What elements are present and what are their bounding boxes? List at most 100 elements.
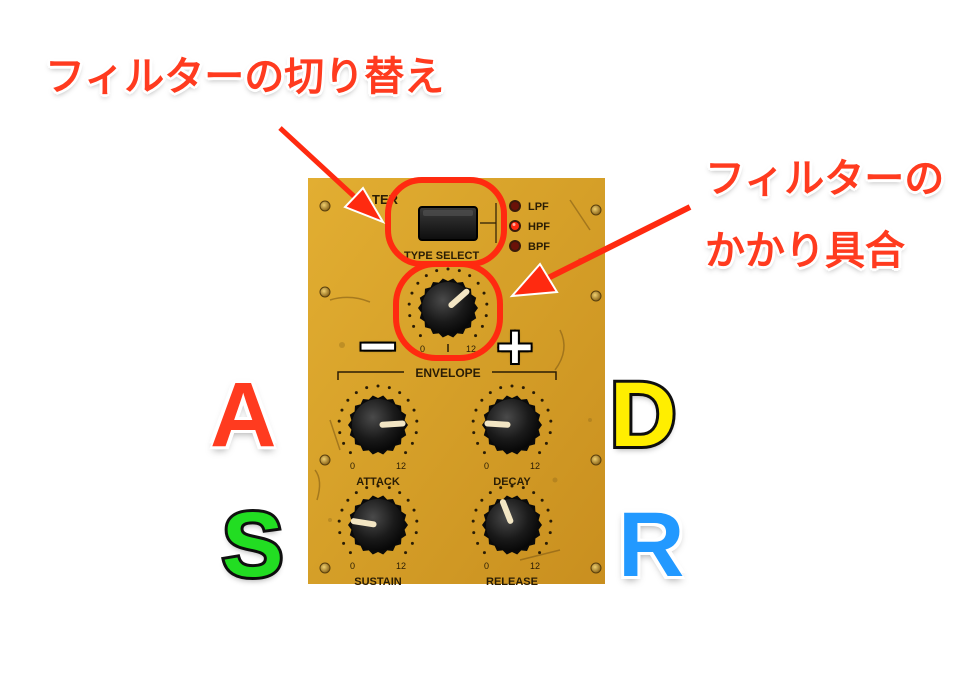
sustain-min-label: 0 xyxy=(350,561,355,571)
highlight-amount-knob xyxy=(393,261,503,361)
knob-tick xyxy=(412,408,416,412)
attack-label: ATTACK xyxy=(356,476,400,488)
plus-sign: + xyxy=(494,317,536,375)
decay-label: DECAY xyxy=(493,476,531,488)
knob-tick xyxy=(521,386,525,390)
knob-tick xyxy=(546,508,550,512)
envelope-label: ENVELOPE xyxy=(415,366,480,380)
knob-tick xyxy=(365,386,369,390)
knob-tick xyxy=(546,408,550,412)
knob-tick xyxy=(338,431,342,435)
knob-tick xyxy=(540,398,544,402)
knob-tick xyxy=(406,398,410,402)
knob-tick xyxy=(376,484,380,488)
knob-tick xyxy=(424,274,428,278)
sustain-label: SUSTAIN xyxy=(354,576,402,588)
knob-tick xyxy=(337,519,341,523)
panel-screws xyxy=(319,200,602,574)
letter-sustain: S xyxy=(219,492,286,598)
arrow-to-type-select xyxy=(278,126,386,224)
knob-tick xyxy=(476,441,480,445)
knob-tick xyxy=(538,551,542,555)
knob-tick xyxy=(548,431,552,435)
knob-tick xyxy=(474,334,478,338)
knob-tick xyxy=(544,441,548,445)
knob-cap xyxy=(486,399,538,451)
knob-tick xyxy=(457,269,461,273)
knob-tick xyxy=(549,419,553,423)
knob-tick xyxy=(499,486,503,490)
knob-tick xyxy=(412,508,416,512)
knob-tick xyxy=(365,486,369,490)
knob-tick xyxy=(472,431,476,435)
knob-tick xyxy=(532,391,536,395)
type-select-button-highlight xyxy=(423,210,473,216)
knob-tick xyxy=(410,541,414,545)
knob-tick xyxy=(446,267,450,271)
knob-tick xyxy=(510,384,514,388)
knob-tick xyxy=(418,334,422,338)
knob-tick xyxy=(471,519,475,523)
knob-tick xyxy=(468,274,472,278)
knob-tick xyxy=(342,441,346,445)
filter-amount-min-label: 0 xyxy=(420,344,425,354)
release-max-label: 12 xyxy=(530,561,540,571)
led-bpf xyxy=(511,242,519,250)
knob-tick xyxy=(488,491,492,495)
knob-tick xyxy=(499,386,503,390)
arrow-to-amount-knob xyxy=(509,204,692,298)
release-min-label: 0 xyxy=(484,561,489,571)
knob-tick xyxy=(354,491,358,495)
knob-tick xyxy=(398,391,402,395)
knob-tick xyxy=(476,281,480,285)
knob-cap xyxy=(352,399,404,451)
panel-wear-marks xyxy=(314,199,591,561)
knob-tick xyxy=(410,441,414,445)
filter-type-label-bpf: BPF xyxy=(528,241,550,253)
knob-tick xyxy=(510,484,514,488)
knob-tick xyxy=(348,551,352,555)
knob-tick xyxy=(549,519,553,523)
filter-type-label-hpf: HPF xyxy=(528,221,550,233)
knob-tick xyxy=(544,541,548,545)
knob-tick xyxy=(340,508,344,512)
knob-tick xyxy=(482,291,486,295)
knob-tick xyxy=(435,269,439,273)
type-select-bracket xyxy=(480,203,497,243)
knob-tick xyxy=(488,391,492,395)
letter-attack: A xyxy=(210,364,277,466)
attack-knob-pointer xyxy=(379,420,406,428)
knob-tick xyxy=(406,498,410,502)
knob-tick xyxy=(415,519,419,523)
release-label: RELEASE xyxy=(486,576,538,588)
knob-tick xyxy=(407,302,411,306)
knob-tick xyxy=(471,419,475,423)
knob-tick xyxy=(387,486,391,490)
knob-tick xyxy=(340,408,344,412)
knob-cap xyxy=(486,499,538,551)
led-lpf xyxy=(511,202,519,210)
knob-tick xyxy=(404,451,408,455)
knob-tick xyxy=(342,541,346,545)
knob-tick xyxy=(480,498,484,502)
knob-tick xyxy=(472,531,476,535)
knob-tick xyxy=(414,431,418,435)
letter-decay: D xyxy=(607,362,679,468)
panel-wear-spots xyxy=(328,258,592,522)
knob-tick xyxy=(398,491,402,495)
knob-tick xyxy=(485,302,489,306)
knob-tick xyxy=(414,531,418,535)
letter-release: R xyxy=(618,494,685,596)
knob-tick xyxy=(476,541,480,545)
knob-tick xyxy=(521,486,525,490)
annotation-filter-switch: フィルターの切り替え xyxy=(45,54,445,100)
knob-tick xyxy=(482,551,486,555)
decay-max-label: 12 xyxy=(530,461,540,471)
knob-tick xyxy=(337,419,341,423)
